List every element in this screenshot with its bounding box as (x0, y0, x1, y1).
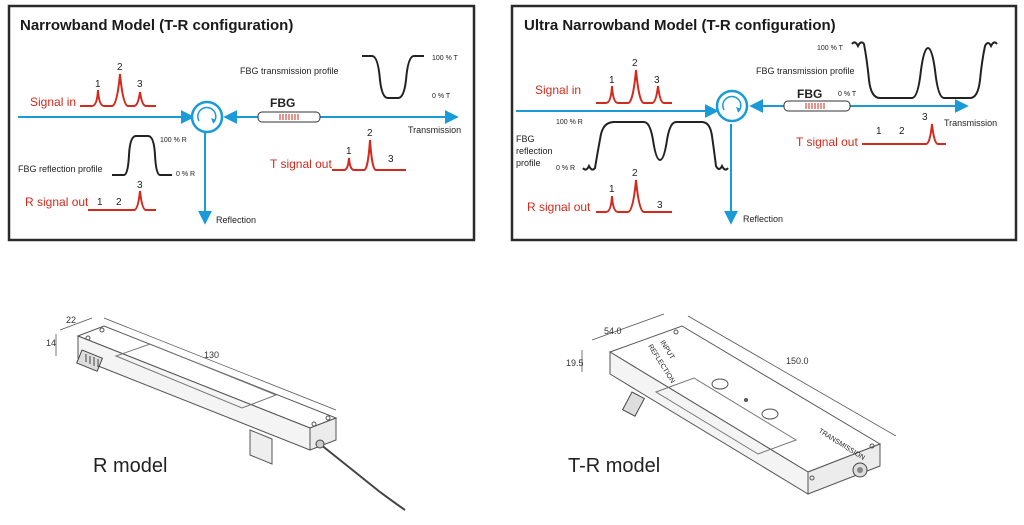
narrowband-t-signal-out-label: T signal out (270, 157, 332, 171)
ultra-0-r: 0 % R (556, 165, 575, 172)
ultra-fbg-grating-icon (783, 100, 851, 112)
narrowband-transmission-label: Transmission (408, 125, 461, 135)
narrowband-panel: Narrowband Model (T-R configuration) 1 2… (7, 4, 476, 242)
ultra-fbg-reflection-label-1: FBG (516, 134, 535, 144)
narrowband-fbg-transmission-label: FBG transmission profile (240, 66, 339, 76)
ultra-t-peak-1: 1 (876, 126, 882, 137)
narrowband-t-signal-out-peaks (332, 139, 406, 171)
ultra-fbg-transmission-label: FBG transmission profile (756, 66, 855, 76)
narrowband-fbg-label: FBG (270, 96, 295, 110)
circulator-icon (190, 100, 224, 134)
narrowband-reflection-profile (112, 135, 172, 176)
ultra-r-peak-3: 3 (657, 200, 663, 211)
narrowband-r-signal-out-label: R signal out (25, 195, 89, 209)
ultra-r-peak-2: 2 (632, 168, 638, 179)
narrowband-t-peak-2: 2 (367, 128, 373, 139)
narrowband-100-t: 100 % T (432, 55, 459, 62)
ultra-transmission-label: Transmission (944, 118, 997, 128)
r-model-dim-width: 22 (66, 315, 76, 325)
ultra-t-peak-3: 3 (922, 112, 928, 123)
signal-in-peak-1: 1 (95, 79, 101, 90)
narrowband-r-peak-1: 1 (97, 197, 103, 208)
ultra-signal-in-peak-1: 1 (609, 75, 615, 86)
narrowband-100-r: 100 % R (160, 137, 187, 144)
ultra-t-signal-out-peaks (862, 123, 946, 145)
narrowband-r-peak-3: 3 (137, 180, 143, 191)
ultra-reflection-profile (582, 121, 729, 171)
ultra-narrowband-panel-frame (510, 4, 1018, 242)
narrowband-t-peak-3: 3 (388, 154, 394, 165)
ultra-fbg-label: FBG (797, 87, 822, 101)
narrowband-signal-in-label: Signal in (30, 95, 76, 109)
ultra-transmission-profile (851, 41, 998, 99)
signal-in-peak-2: 2 (117, 62, 123, 73)
signal-in-spectrum: 1 2 3 (80, 62, 156, 107)
tr-model-dim-width: 54.0 (604, 326, 622, 336)
ultra-signal-in-peak-3: 3 (654, 75, 660, 86)
tr-model-dim-length: 150.0 (786, 356, 809, 366)
ultra-t-signal-out-label: T signal out (796, 135, 858, 149)
narrowband-0-t: 0 % T (432, 93, 451, 100)
ultra-r-signal-out-peaks (596, 179, 672, 213)
ultra-100-r: 100 % R (556, 119, 583, 126)
narrowband-0-r: 0 % R (176, 171, 195, 178)
narrowband-fbg-reflection-label: FBG reflection profile (18, 164, 103, 174)
ultra-fbg-reflection-label-2: reflection (516, 146, 553, 156)
r-model-dim-length: 130 (204, 350, 219, 360)
ultra-signal-in-peaks (596, 69, 672, 104)
ultra-r-signal-out-label: R signal out (527, 200, 591, 214)
r-model-caption: R model (93, 455, 167, 477)
narrowband-r-peak-2: 2 (116, 197, 122, 208)
ultra-fbg-reflection-label-3: profile (516, 158, 541, 168)
narrowband-title: Narrowband Model (T-R configuration) (20, 17, 293, 34)
tr-model-dim-height: 19.5 (566, 358, 584, 368)
ultra-r-peak-1: 1 (609, 184, 615, 195)
ultra-signal-in-label: Signal in (535, 83, 581, 97)
r-model-dim-height: 14 (46, 338, 56, 348)
ultra-t-peak-2: 2 (899, 126, 905, 137)
narrowband-r-signal-out-peaks (88, 190, 156, 211)
signal-in-peaks (80, 73, 156, 107)
ultra-reflection-label: Reflection (743, 214, 783, 224)
ultra-narrowband-panel: Ultra Narrowband Model (T-R configuratio… (510, 4, 1018, 242)
signal-in-peak-3: 3 (137, 79, 143, 90)
tr-model-caption: T-R model (568, 455, 660, 477)
ultra-signal-in-peak-2: 2 (632, 58, 638, 69)
narrowband-reflection-label: Reflection (216, 215, 256, 225)
ultra-circulator-icon (715, 89, 749, 123)
r-model-drawing (55, 317, 406, 511)
ultra-100-t: 100 % T (817, 45, 844, 52)
ultra-narrowband-title: Ultra Narrowband Model (T-R configuratio… (524, 17, 836, 34)
ultra-0-t: 0 % T (838, 91, 857, 98)
narrowband-transmission-profile (362, 55, 424, 99)
fbg-grating-icon (257, 111, 321, 123)
tr-model-drawing (581, 313, 897, 495)
narrowband-t-peak-1: 1 (346, 146, 352, 157)
